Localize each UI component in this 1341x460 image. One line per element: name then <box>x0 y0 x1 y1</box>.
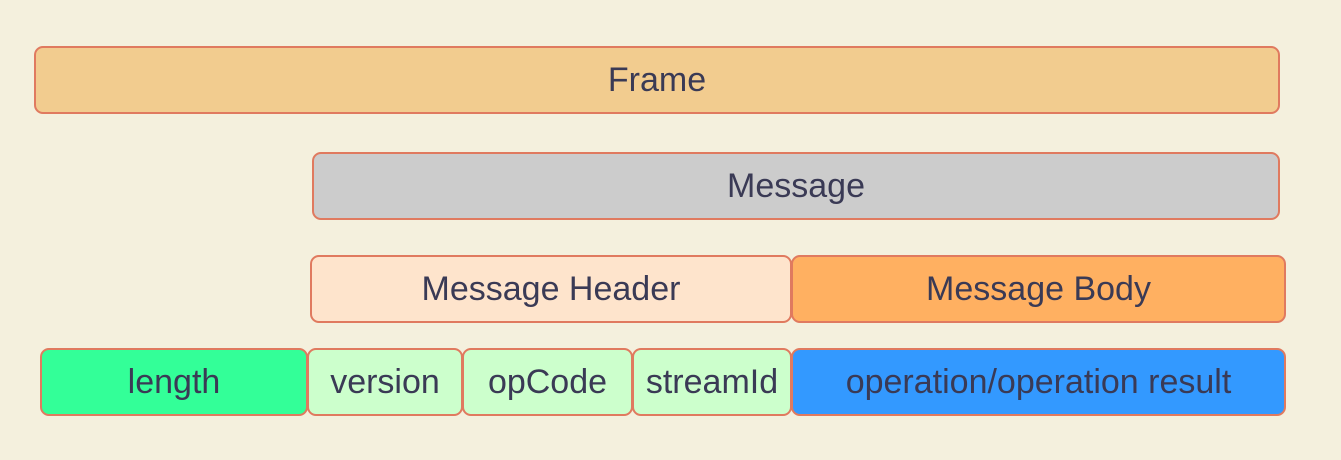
message-label: Message <box>727 166 865 205</box>
message-box: Message <box>312 152 1280 220</box>
frame-box: Frame <box>34 46 1280 114</box>
length-field-label: length <box>127 362 221 401</box>
version-field-box: version <box>307 348 463 416</box>
message-body-label: Message Body <box>926 269 1151 308</box>
operation-field-label: operation/operation result <box>845 362 1232 401</box>
length-field-box: length <box>40 348 308 416</box>
message-header-box: Message Header <box>310 255 792 323</box>
operation-field-box: operation/operation result <box>791 348 1286 416</box>
frame-label: Frame <box>607 60 707 99</box>
opcode-field-label: opCode <box>487 362 608 401</box>
message-header-label: Message Header <box>421 269 681 308</box>
stream-id-field-label: streamId <box>645 362 779 401</box>
version-field-label: version <box>330 362 440 401</box>
opcode-field-box: opCode <box>462 348 633 416</box>
message-body-box: Message Body <box>791 255 1286 323</box>
stream-id-field-box: streamId <box>632 348 792 416</box>
